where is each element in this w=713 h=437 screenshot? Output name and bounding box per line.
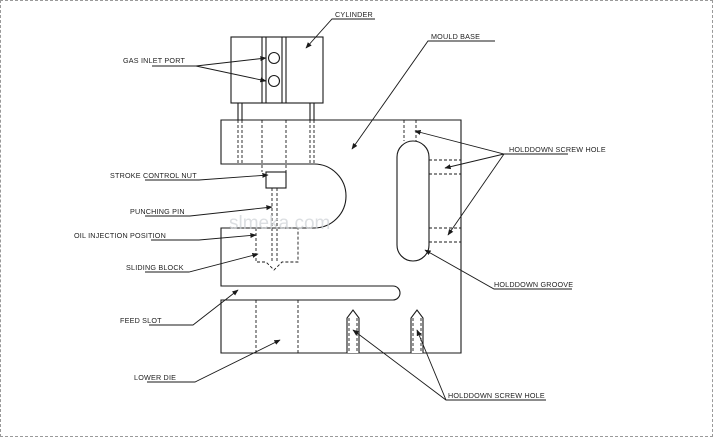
- leader-lines: [145, 18, 572, 401]
- screw-hole-bottom-right: [410, 309, 424, 353]
- label-cylinder: CYLINDER: [335, 10, 373, 19]
- label-lower-die: LOWER DIE: [134, 373, 176, 382]
- screw-hole-bottom-left: [346, 309, 360, 353]
- label-punching-pin: PUNCHING PIN: [130, 207, 185, 216]
- label-feed-slot: FEED SLOT: [120, 316, 162, 325]
- watermark-text: slmeka.com: [229, 213, 330, 234]
- label-holddown-screw-hole-bottom: HOLDDOWN SCREW HOLE: [448, 391, 545, 400]
- label-stroke-control-nut: STROKE CONTROL NUT: [110, 171, 197, 180]
- stroke-control-nut-shape: [265, 171, 287, 189]
- label-holddown-screw-hole-top: HOLDDOWN SCREW HOLE: [509, 145, 606, 154]
- label-holddown-groove: HOLDDOWN GROOVE: [494, 280, 573, 289]
- gas-port-lower: [267, 74, 281, 88]
- label-sliding-block: SLIDING BLOCK: [126, 263, 184, 272]
- label-gas-inlet-port: GAS INLET PORT: [123, 56, 185, 65]
- label-mould-base: MOULD BASE: [431, 32, 480, 41]
- gas-port-upper: [267, 51, 281, 65]
- label-oil-injection-position: OIL INJECTION POSITION: [74, 231, 166, 240]
- holddown-groove-shape: [396, 140, 430, 262]
